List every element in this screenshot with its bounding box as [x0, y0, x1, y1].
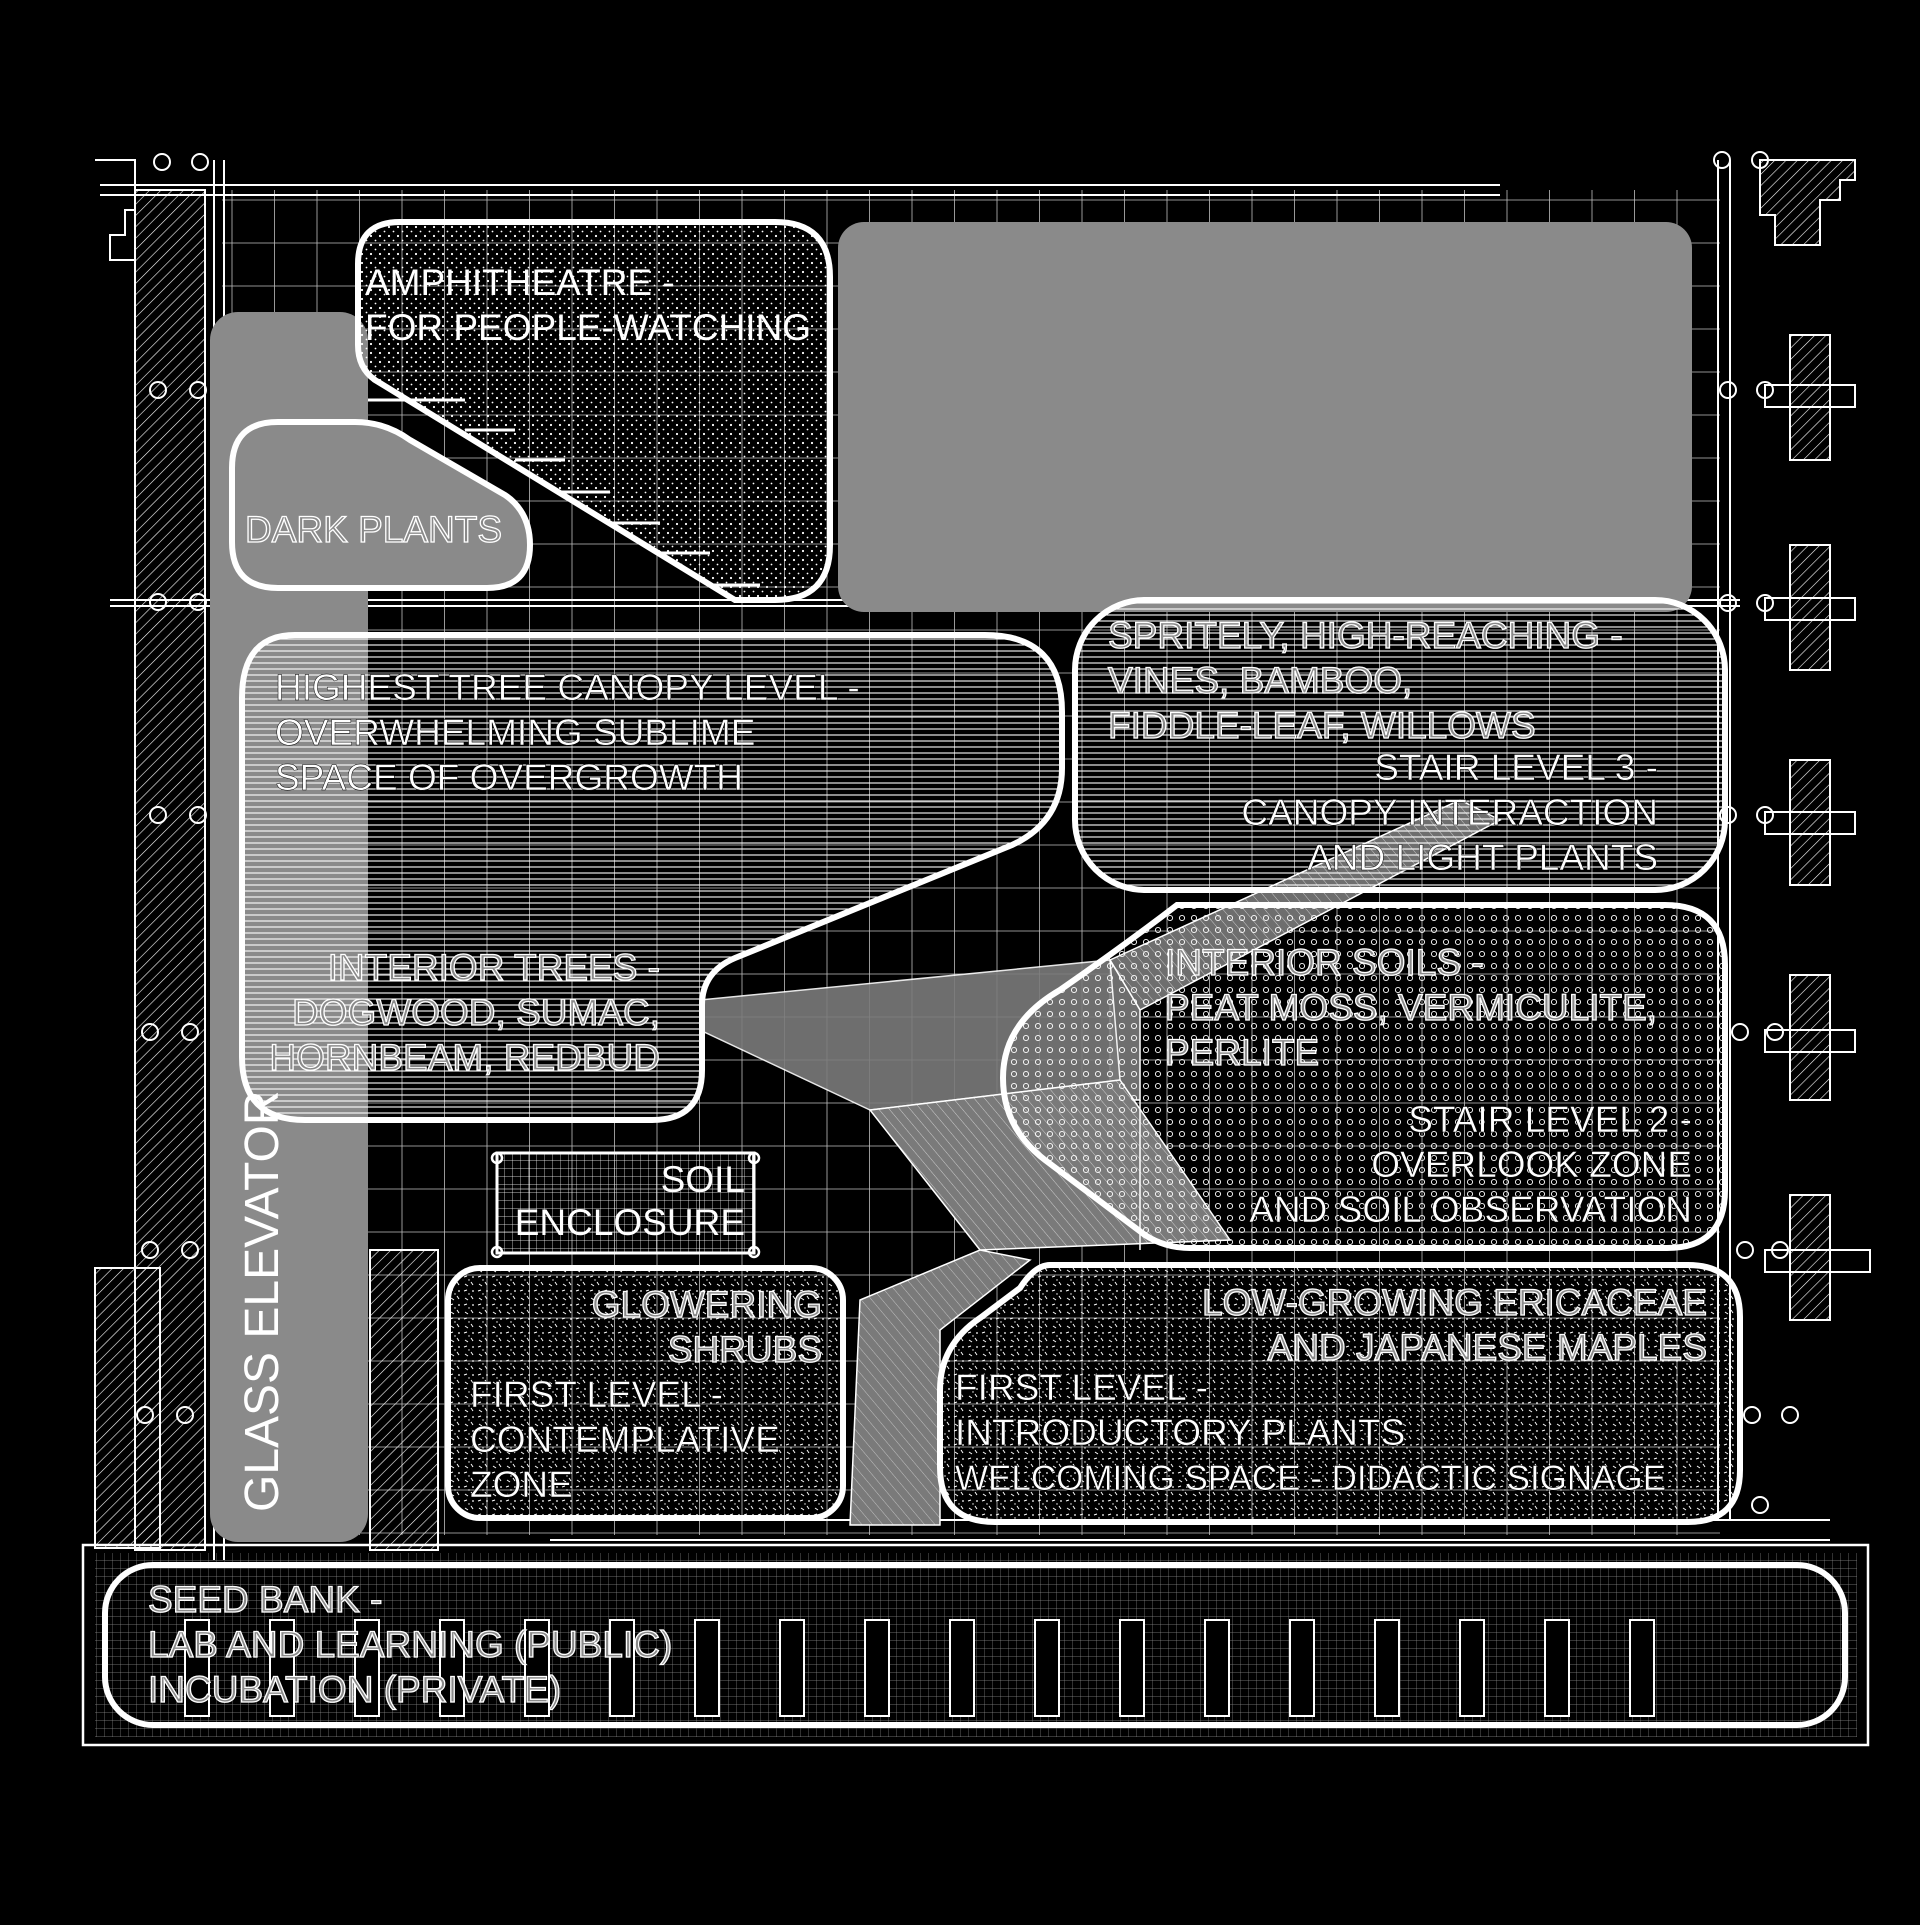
soils-label-1: INTERIOR SOILS - [1165, 942, 1484, 983]
soil-enclosure-zone [495, 1151, 756, 1255]
spritely-label-2: VINES, BAMBOO, [1108, 660, 1412, 701]
seed-bank-slot [1629, 1619, 1655, 1717]
interior-trees-label-3: HORNBEAM, REDBUD [269, 1037, 660, 1078]
soils-label-2: PEAT MOSS, VERMICULITE, [1165, 987, 1657, 1028]
stair2-label-2: OVERLOOK ZONE [1371, 1144, 1692, 1185]
amphitheatre-zone [355, 219, 833, 603]
spritely-label-1: SPRITELY, HIGH-REACHING - [1108, 615, 1623, 656]
right-columns [1759, 159, 1856, 1321]
soil-enclosure-label-1: SOIL [661, 1159, 745, 1200]
enclosure-pins [490, 1151, 761, 1259]
spritely-zone [1072, 597, 1728, 893]
canopy-label-2: OVERWHELMING SUBLIME [275, 712, 755, 753]
seed-bank-slot [269, 1619, 295, 1717]
glass-elevator-label: GLASS ELEVATOR [236, 1091, 289, 1513]
seed-bank-slot [1544, 1619, 1570, 1717]
stair2-label-3: AND SOIL OBSERVATION [1249, 1189, 1692, 1230]
ericaceae-label-1: LOW-GROWING ERICACEAE [1202, 1282, 1707, 1323]
canopy-label-3: SPACE OF OVERGROWTH [275, 757, 743, 798]
zone-labels: AMPHITHEATRE - FOR PEOPLE-WATCHING DARK … [147, 262, 1707, 1711]
interior-trees-label-2: DOGWOOD, SUMAC, [292, 992, 660, 1033]
seed-bank-zone [102, 1562, 1848, 1728]
seed-bank-slot [1119, 1619, 1145, 1717]
lower-left-column [94, 1267, 161, 1549]
seed-bank-slot [609, 1619, 635, 1717]
seed-bank-slot [1204, 1619, 1230, 1717]
seed-bank-slot [1289, 1619, 1315, 1717]
dark-plants-zone [229, 419, 534, 591]
right-column-plates [1764, 384, 1871, 1273]
first-intro-label-1: FIRST LEVEL - [955, 1367, 1208, 1408]
shrubs-label-2: SHRUBS [668, 1329, 822, 1370]
interior-trees-label-1: INTERIOR TREES - [328, 947, 660, 988]
seed-bank-slot [779, 1619, 805, 1717]
first-intro-label-2: INTRODUCTORY PLANTS [955, 1412, 1405, 1453]
soils-label-3: PERLITE [1165, 1032, 1319, 1073]
seed-bank-slot [1459, 1619, 1485, 1717]
connection-markers [136, 151, 1799, 1514]
canopy-zone [239, 632, 1065, 1123]
canopy-label-1: HIGHEST TREE CANOPY LEVEL - [275, 667, 860, 708]
seed-bank-slot [184, 1619, 210, 1717]
seed-bank-label-3: INCUBATION (PRIVATE) [148, 1669, 561, 1710]
lower-elevator-column [369, 1249, 439, 1551]
seed-bank-slot [1374, 1619, 1400, 1717]
first-contemplative-label-2: CONTEMPLATIVE [470, 1419, 780, 1460]
shrubs-zone [445, 1265, 846, 1521]
left-parapet-profile [95, 159, 136, 261]
soil-enclosure-label-2: ENCLOSURE [515, 1202, 745, 1243]
seed-bank-slot [524, 1619, 550, 1717]
seed-bank-slot [439, 1619, 465, 1717]
seed-bank-slot [354, 1619, 380, 1717]
first-intro-label-3: WELCOMING SPACE - DIDACTIC SIGNAGE [955, 1459, 1666, 1498]
amphitheatre-label-1: AMPHITHEATRE - [365, 262, 675, 303]
shrubs-label-1: GLOWERING [592, 1284, 822, 1325]
soils-zone [999, 902, 1728, 1251]
spritely-label-3: FIDDLE-LEAF, WILLOWS [1108, 705, 1536, 746]
amphitheatre-label-2: FOR PEOPLE-WATCHING [365, 307, 811, 348]
first-contemplative-label-1: FIRST LEVEL - [470, 1374, 723, 1415]
dark-plants-label: DARK PLANTS [245, 509, 502, 550]
seed-bank-slot [694, 1619, 720, 1717]
seed-bank-base [81, 1543, 1870, 1747]
seed-bank-label-2: LAB AND LEARNING (PUBLIC) [148, 1624, 672, 1665]
seed-bank-slot [1034, 1619, 1060, 1717]
zone-outlines [229, 219, 1743, 1525]
ericaceae-zone [937, 1262, 1743, 1525]
stair2-label-1: STAIR LEVEL 2 - [1408, 1099, 1692, 1140]
first-contemplative-label-3: ZONE [470, 1464, 573, 1505]
seed-bank-slot [864, 1619, 890, 1717]
upper-gray-zone [838, 222, 1692, 612]
seed-bank-slots [184, 1619, 1655, 1717]
stair3-label-3: AND LIGHT PLANTS [1307, 837, 1658, 878]
seed-bank-slot [949, 1619, 975, 1717]
stair3-label-1: STAIR LEVEL 3 - [1374, 747, 1658, 788]
ericaceae-label-2: AND JAPANESE MAPLES [1268, 1327, 1707, 1368]
seed-bank-label-1: SEED BANK - [148, 1579, 382, 1620]
stair3-label-2: CANOPY INTERACTION [1241, 792, 1658, 833]
